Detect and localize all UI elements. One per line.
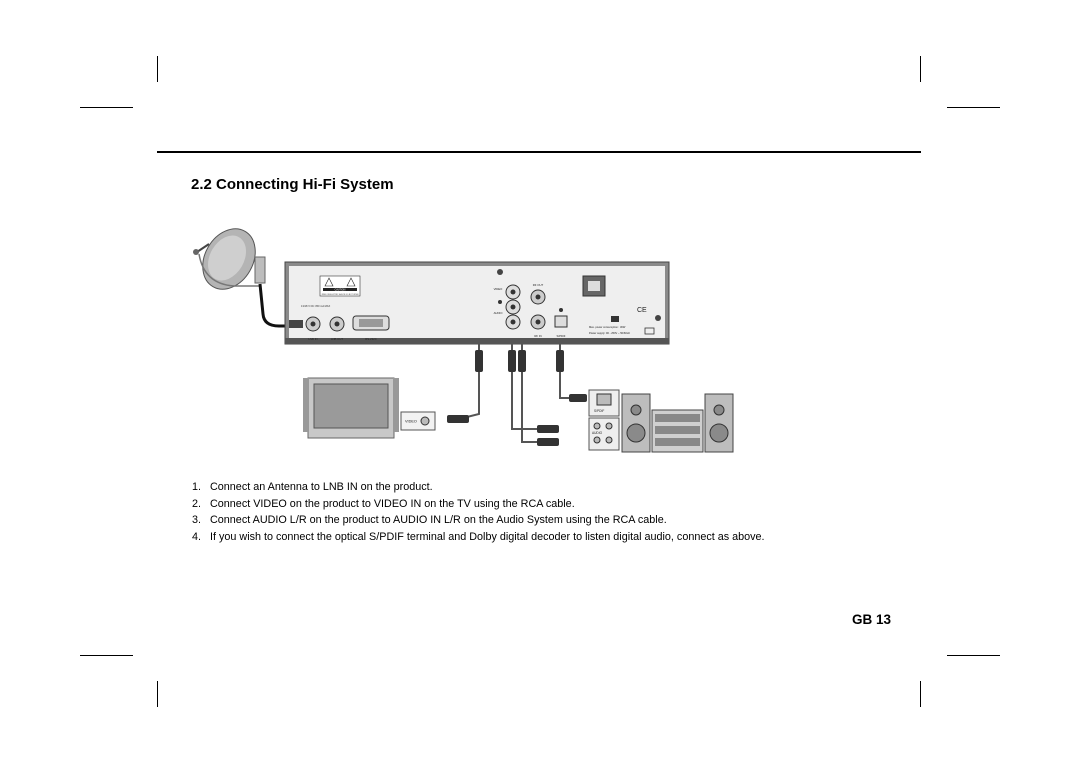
- header-rule: [157, 151, 921, 153]
- instruction-item: 3. Connect AUDIO L/R on the product to AU…: [192, 512, 765, 529]
- instruction-item: 2. Connect VIDEO on the product to VIDEO …: [192, 496, 765, 513]
- power-consumption-text: Max. power consumption : 30W: [589, 325, 626, 329]
- jack-label-rs232c: RS-232C: [365, 337, 377, 341]
- receiver-back-panel: CAUTION RISK OF ELECTRIC SHOCK DO NOT OP…: [284, 261, 670, 345]
- jack-label-rf-in: RF IN: [534, 334, 541, 338]
- caution-text: RISK OF ELECTRIC SHOCK DO NOT OPEN: [322, 294, 359, 296]
- audio-system-spdif-label: S/PDIF: [594, 409, 604, 413]
- hifi-connection-diagram: CAUTION RISK OF ELECTRIC SHOCK DO NOT OP…: [193, 228, 734, 453]
- audio-system-icon: S/PDIF AUDIO: [588, 389, 734, 453]
- tv-icon: VIDEO: [303, 377, 436, 439]
- tv-video-input-label: VIDEO: [405, 420, 417, 424]
- instruction-text: Connect an Antenna to LNB IN on the prod…: [210, 481, 433, 493]
- rca-plugs: [447, 350, 587, 446]
- crop-mark-bottom-left-horizontal: [80, 655, 133, 656]
- instruction-item: 1. Connect an Antenna to LNB IN on the pr…: [192, 479, 765, 496]
- crop-mark-bottom-left-vertical: [157, 681, 158, 707]
- section-heading: 2.2 Connecting Hi-Fi System: [191, 176, 394, 193]
- crop-mark-top-right-vertical: [920, 56, 921, 82]
- crop-mark-top-right-horizontal: [947, 107, 1000, 108]
- instruction-item: 4. If you wish to connect the optical S/P…: [192, 529, 765, 546]
- instruction-text: Connect AUDIO L/R on the product to AUDI…: [210, 514, 667, 526]
- antenna-plug: [289, 320, 303, 328]
- jack-label-lnb-out: LNB OUT: [331, 337, 343, 341]
- jack-label-spdif: S/PDIF: [556, 334, 565, 338]
- satellite-dish-icon: [193, 228, 293, 328]
- jack-label-lnb-in: LNB IN: [308, 337, 317, 341]
- jack-label-video: VIDEO: [494, 287, 504, 291]
- instruction-number: 2.: [192, 497, 202, 510]
- audio-system-audio-label: AUDIO: [592, 431, 603, 435]
- instruction-text: Connect VIDEO on the product to VIDEO IN…: [210, 497, 575, 510]
- crop-mark-bottom-right-vertical: [920, 681, 921, 707]
- instruction-number: 1.: [192, 481, 202, 493]
- jack-label-audio: AUDIO: [494, 311, 504, 315]
- ce-mark: CE: [637, 307, 647, 314]
- crop-mark-top-left-horizontal: [80, 107, 133, 108]
- jack-label-rf-out: RF OUT: [533, 283, 544, 287]
- caution-label: CAUTION: [335, 289, 346, 292]
- crop-mark-top-left-vertical: [157, 56, 158, 82]
- instruction-number: 3.: [192, 514, 202, 526]
- crop-mark-bottom-right-horizontal: [947, 655, 1000, 656]
- instruction-text: If you wish to connect the optical S/PDI…: [210, 530, 765, 543]
- lnb-voltage-note: 13/18 V DC 350 mA MAX: [301, 304, 331, 308]
- instruction-number: 4.: [192, 530, 202, 543]
- page-number: GB 13: [852, 612, 892, 627]
- power-supply-text: Power supply: 90 - 250V ~ 50/60Hz: [589, 331, 631, 335]
- instruction-list: 1. Connect an Antenna to LNB IN on the pr…: [192, 479, 765, 545]
